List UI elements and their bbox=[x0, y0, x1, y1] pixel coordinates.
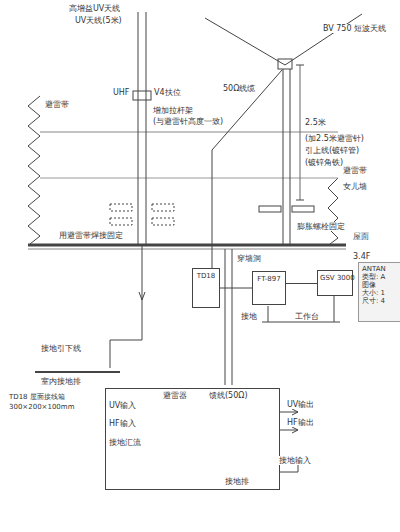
ground-down-conductor bbox=[110, 245, 142, 368]
annotation-label: 高增益UV天线 bbox=[68, 4, 121, 13]
antenna-element bbox=[285, 14, 362, 65]
dimension-tick bbox=[296, 65, 304, 66]
annotation-label: 用避雷带焊接固定 bbox=[58, 231, 124, 240]
annotation-label: 避雷带 bbox=[44, 100, 70, 109]
mast bbox=[146, 12, 147, 245]
annotation-label: (镀锌角铁) bbox=[304, 158, 344, 167]
mast-clamp bbox=[133, 91, 151, 100]
annotation-label: 女儿墙 bbox=[342, 182, 368, 191]
roof-slab bbox=[28, 249, 346, 250]
annotation-label: HF输入 bbox=[108, 419, 137, 428]
ground-wire bbox=[268, 306, 269, 322]
brace-clamp bbox=[259, 206, 281, 212]
equipment-box: FT-897 bbox=[252, 271, 286, 305]
wall bbox=[225, 249, 226, 385]
annotation-label: UHF bbox=[112, 88, 130, 97]
brace-clamp bbox=[110, 218, 132, 225]
cable-connector bbox=[286, 283, 317, 284]
cable-connector bbox=[220, 288, 252, 289]
annotation-label: 工作台 bbox=[294, 312, 320, 321]
annotation-label: 2.5米 bbox=[304, 118, 327, 127]
parapet-edge bbox=[328, 178, 338, 244]
brace-clamp bbox=[152, 218, 174, 225]
annotation-label: 接地引下线 bbox=[40, 344, 82, 353]
mast bbox=[290, 69, 291, 245]
equipment-box: TD18 bbox=[192, 268, 220, 308]
box-label: 大小: 1 bbox=[362, 289, 397, 297]
mast bbox=[283, 69, 284, 245]
annotation-label: 接地输入 bbox=[278, 456, 312, 465]
tooltip-panel: ANTAN类型: A图像大小: 1尺寸: 4 bbox=[358, 262, 400, 322]
annotation-label: HF输出 bbox=[286, 418, 315, 427]
wall bbox=[232, 249, 233, 385]
annotation-label: 50Ω线缆 bbox=[222, 84, 256, 93]
dimension-line bbox=[300, 65, 301, 200]
dimension-tick bbox=[296, 200, 304, 201]
annotation-label: UV输出 bbox=[286, 400, 315, 409]
parapet-line bbox=[40, 178, 338, 179]
annotation-label: 馈线(50Ω) bbox=[208, 391, 249, 400]
annotation-label: 接地 bbox=[240, 312, 258, 321]
arrow-head bbox=[292, 427, 298, 433]
box-label: GSV 3000 bbox=[318, 271, 352, 285]
annotation-label: UV天线(5米) bbox=[74, 16, 123, 25]
arrow-head bbox=[292, 409, 298, 415]
feed-cable bbox=[212, 70, 282, 268]
annotation-label: 室内接地排 bbox=[40, 377, 82, 386]
box-label: 类型: A bbox=[362, 273, 397, 281]
annotation-label: BV 750 短波天线 bbox=[322, 24, 388, 33]
box-label: FT-897 bbox=[253, 272, 285, 286]
annotation-label: 避雷器 bbox=[162, 391, 188, 400]
box-heading: 300×200×100mm bbox=[9, 403, 101, 411]
ground-bar bbox=[35, 371, 120, 373]
annotation-label: 引上线(镀锌管) bbox=[304, 146, 360, 155]
parapet-edge bbox=[28, 96, 40, 244]
annotation-label: (与避雷针高度一致) bbox=[152, 117, 224, 126]
annotation-label: V4扶位 bbox=[153, 88, 182, 97]
annotation-label: 膨胀螺栓固定 bbox=[296, 222, 346, 231]
annotation-label: (加2.5米避雷针) bbox=[304, 134, 365, 143]
arrow-head bbox=[139, 292, 145, 300]
box-label: 图像 bbox=[362, 281, 397, 289]
box-label: ANTAN bbox=[362, 265, 397, 273]
antenna-element bbox=[205, 18, 285, 65]
annotation-label: 屋面 bbox=[352, 232, 370, 241]
annotation-label: 增加拉杆架 bbox=[152, 106, 194, 115]
annotation-label: UV输入 bbox=[108, 401, 137, 410]
mast bbox=[138, 12, 139, 245]
box-label: 尺寸: 4 bbox=[362, 297, 397, 305]
box-label: TD18 bbox=[193, 269, 219, 283]
brace-clamp bbox=[110, 204, 132, 211]
brace-clamp bbox=[152, 204, 174, 211]
brace-clamp bbox=[292, 206, 314, 212]
parapet-top bbox=[40, 132, 338, 133]
annotation-label: 穿墙洞 bbox=[236, 254, 262, 263]
roof-slab bbox=[28, 244, 346, 247]
annotation-label: 3.4F bbox=[352, 252, 371, 261]
equipment-box: GSV 3000 bbox=[317, 270, 353, 296]
annotation-label: 避雷带 bbox=[342, 166, 368, 175]
annotation-label: 接地汇流 bbox=[108, 438, 142, 447]
antenna-hub bbox=[278, 59, 292, 69]
ground-wire bbox=[334, 296, 335, 322]
box-heading: TD18 屋面接线箱 bbox=[9, 393, 101, 401]
ground-wire bbox=[262, 322, 340, 323]
annotation-label: 接地排 bbox=[224, 477, 250, 486]
